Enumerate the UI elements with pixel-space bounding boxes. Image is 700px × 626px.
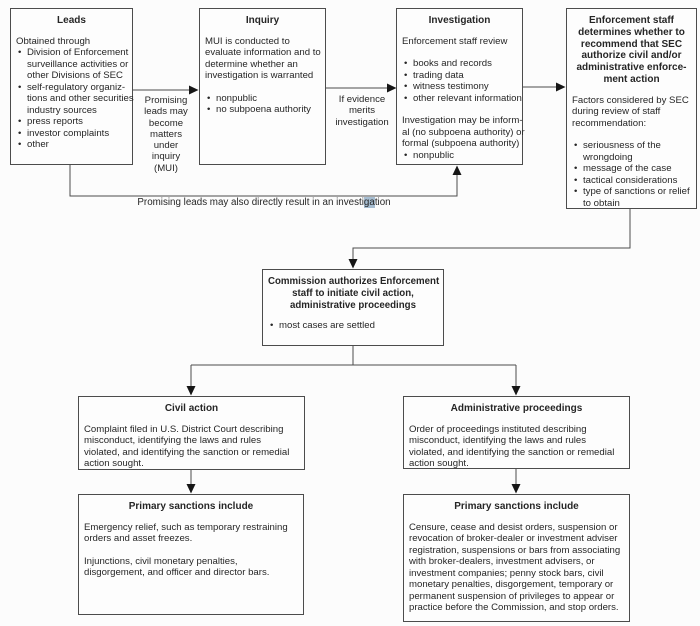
node-title: Leads [57,15,86,26]
node-text: Investigation may be inform- al (no subp… [402,115,525,150]
node-text: Censure, cease and desist orders, suspen… [409,521,621,614]
node-title: Civil action [164,403,219,414]
bullet-list: seriousness of the wrongdoing message of… [572,140,691,209]
arrow-down-icon [511,386,521,396]
node-title: Primary sanctions include [454,501,579,512]
connector-admin-to-sanctions [511,469,521,494]
bullet-list: books and records trading data witness t… [402,58,522,105]
arrow-up-icon [452,165,462,175]
connector-inquiry-to-investigation [326,83,397,93]
bullet-item: investor complaints [16,128,127,140]
bullet-item: most cases are settled [268,320,438,332]
connector-leads-to-inquiry [133,85,199,95]
bullet-item: no subpoena authority [205,104,320,116]
note-text: Promising leads may also directly result… [137,197,364,208]
node-administrative-proceedings: Administrative proceedings Order of proc… [403,396,630,469]
edge-label-evidence: If evidence merits investigation [335,94,389,128]
node-title: Enforcement staff determines whether to … [576,15,687,85]
arrow-down-icon [186,386,196,396]
node-title: Inquiry [245,15,280,26]
node-title: Investigation [428,15,491,26]
node-sanctions-civil: Primary sanctions include Emergency reli… [78,494,304,615]
connector-leads-direct-to-investigation [69,165,462,197]
node-title: Administrative proceedings [450,403,583,414]
node-inquiry: Inquiry MUI is conducted to evaluate inf… [199,8,326,165]
node-text: Order of proceedings instituted describi… [409,423,615,470]
node-text: MUI is conducted to evaluate information… [205,35,321,82]
arrow-right-icon [556,82,566,92]
bullet-item: other relevant information [402,93,522,105]
bullet-list: Division of Enforcement surveillance act… [16,47,134,151]
node-commission: Commission authorizes Enforcement staff … [262,269,444,346]
node-title: Commission authorizes Enforcement staff … [268,276,440,311]
node-text: Factors considered by SEC during review … [572,94,689,129]
node-civil-action: Civil action Complaint filed in U.S. Dis… [78,396,305,470]
bullet-item: books and records [402,58,517,70]
connector-enforcement-to-commission [348,209,631,269]
node-text: Obtained through [16,35,91,47]
bullet-list: most cases are settled [268,320,438,332]
bullet-item: type of sanctions or relief to obtain [572,186,691,209]
node-leads: Leads Obtained through Division of Enfor… [10,8,134,165]
node-investigation: Investigation Enforcement staff review b… [396,8,525,165]
bullet-item: Division of Enforcement surveillance act… [16,47,128,82]
node-text: Enforcement staff review [402,35,508,47]
connector-civil-to-sanctions [186,470,196,494]
node-title: Primary sanctions include [128,501,254,512]
node-enforcement-staff: Enforcement staff determines whether to … [566,8,697,209]
bullet-list: nonpublic [402,150,517,162]
bullet-item: nonpublic [205,93,320,105]
bullet-item: nonpublic [402,150,517,162]
bullet-item: tactical considerations [572,175,691,187]
connector-commission-split [186,346,521,396]
bullet-item: message of the case [572,163,691,175]
arrow-right-icon [189,85,199,95]
bullet-list: nonpublic no subpoena authority [205,93,320,116]
bullet-item: seriousness of the wrongdoing [572,140,691,163]
arrow-down-icon [511,484,521,494]
bullet-item: other [16,139,127,151]
note-text: tion [374,197,391,208]
node-text: Emergency relief, such as temporary rest… [84,521,288,545]
arrow-down-icon [186,484,196,494]
note-direct-investigation: Promising leads may also directly result… [64,197,464,208]
node-sanctions-admin: Primary sanctions include Censure, cease… [403,494,630,622]
note-text-highlighted: ga [363,197,375,208]
node-text: Complaint filed in U.S. District Court d… [84,423,290,470]
bullet-item: press reports [16,116,127,128]
bullet-item: self-regulatory organiz- tions and other… [16,82,134,117]
bullet-item: witness testimony [402,81,517,93]
edge-label-mui: Promising leads may become matters under… [144,95,188,174]
bullet-item: trading data [402,70,517,82]
connector-investigation-to-enforcement [523,82,566,92]
node-text: Injunctions, civil monetary penalties, d… [84,555,270,579]
arrow-down-icon [348,259,358,269]
